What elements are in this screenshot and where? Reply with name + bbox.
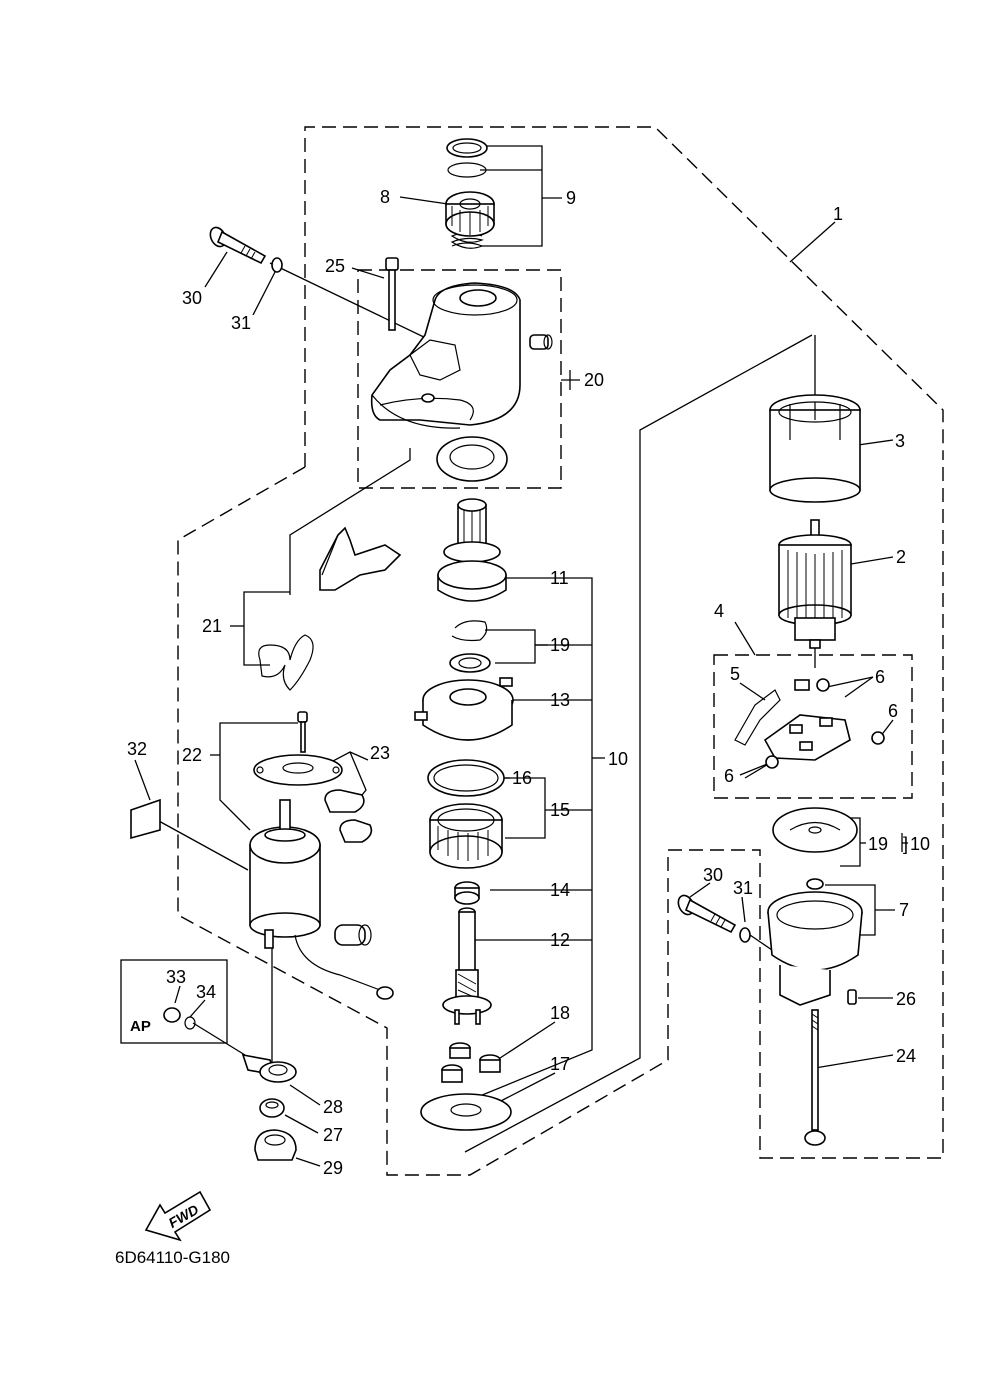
callout-6b: 6 xyxy=(888,701,898,721)
part-solenoid xyxy=(249,799,394,1000)
part-3-yoke xyxy=(769,394,861,503)
part-23-rubbers xyxy=(324,789,373,843)
part-13-cover xyxy=(414,677,514,741)
part-22-plate xyxy=(253,711,343,786)
callout-6a: 6 xyxy=(875,667,885,687)
part-33-34-nut-washer xyxy=(163,1007,196,1030)
part-18-gears xyxy=(441,1042,501,1083)
callout-3: 3 xyxy=(895,431,905,451)
assembly-boundaries xyxy=(120,126,944,1176)
callout-18: 18 xyxy=(550,1003,570,1023)
part-21-lever xyxy=(258,526,402,691)
part-15-internal-gear xyxy=(429,803,503,869)
part-2-armature xyxy=(778,519,852,649)
callout-10: 10 xyxy=(608,749,628,769)
callout-25: 25 xyxy=(325,256,345,276)
part-20-front-housing xyxy=(370,282,553,482)
diagram-code: 6D64110-G180 xyxy=(115,1248,230,1267)
ap-label: AP xyxy=(130,1018,151,1035)
callout-2: 2 xyxy=(896,547,906,567)
part-30-bolt-right xyxy=(677,894,751,943)
callout-16: 16 xyxy=(512,768,532,788)
callout-9: 9 xyxy=(566,188,576,208)
part-4-brush-holder xyxy=(734,678,885,769)
part-27-nut xyxy=(259,1098,285,1118)
callout-11: 11 xyxy=(550,568,569,588)
part-26-screw xyxy=(847,989,857,1005)
callout-27: 27 xyxy=(323,1125,343,1145)
part-16-ring xyxy=(427,759,505,797)
callout-13: 13 xyxy=(550,690,570,710)
callout-1: 1 xyxy=(833,204,843,224)
part-24-through-bolt xyxy=(804,1009,826,1146)
callout-22: 22 xyxy=(182,745,202,765)
callout-32: 32 xyxy=(127,739,147,759)
callout-19: 19 xyxy=(550,635,570,655)
svg-text:]: ] xyxy=(903,834,908,854)
callout-30b: 30 xyxy=(703,865,723,885)
callout-8: 8 xyxy=(380,187,390,207)
callout-14: 14 xyxy=(550,880,570,900)
callout-28: 28 xyxy=(323,1097,343,1117)
part-14-bushing xyxy=(454,881,480,905)
part-29-cap xyxy=(254,1129,297,1161)
callout-20: 20 xyxy=(584,370,604,390)
part-12-shaft xyxy=(442,907,492,1025)
part-9-stopper-set xyxy=(446,138,488,249)
part-25-bolt xyxy=(385,257,399,331)
callout-4: 4 xyxy=(714,601,724,621)
callout-23: 23 xyxy=(370,743,390,763)
callout-6c: 6 xyxy=(724,766,734,786)
parts xyxy=(130,138,885,1242)
callout-31: 31 xyxy=(231,313,251,333)
callout-24: 24 xyxy=(896,1046,916,1066)
callout-12: 12 xyxy=(550,930,570,950)
callout-labels: 1 2 3 4 5 6 6 6 7 8 9 10 10 11 12 13 14 … xyxy=(115,187,930,1267)
callout-7: 7 xyxy=(899,900,909,920)
part-32-label xyxy=(130,798,161,840)
leader-lines xyxy=(134,145,908,1167)
callout-33: 33 xyxy=(166,967,186,987)
callout-21: 21 xyxy=(202,616,222,636)
callout-34: 34 xyxy=(196,982,216,1002)
callout-26: 26 xyxy=(896,989,916,1009)
callout-15: 15 xyxy=(550,800,570,820)
part-19-plate-right xyxy=(772,807,858,890)
part-8-pinion xyxy=(445,191,495,237)
part-28-terminal xyxy=(241,1053,297,1083)
callout-30: 30 xyxy=(182,288,202,308)
callout-5: 5 xyxy=(730,664,740,684)
part-19-clip-washer xyxy=(449,620,491,673)
callout-29: 29 xyxy=(323,1158,343,1178)
fwd-arrow xyxy=(144,1190,212,1242)
callout-19b: 19 xyxy=(868,834,888,854)
part-7-end-cover xyxy=(767,891,863,1006)
callout-17: 17 xyxy=(550,1054,570,1074)
callout-31b: 31 xyxy=(733,878,753,898)
part-17-plate xyxy=(420,1093,512,1131)
part-11-clutch xyxy=(437,498,507,602)
part-30-bolt-top xyxy=(209,226,283,273)
callout-10b: 10 xyxy=(910,834,930,854)
